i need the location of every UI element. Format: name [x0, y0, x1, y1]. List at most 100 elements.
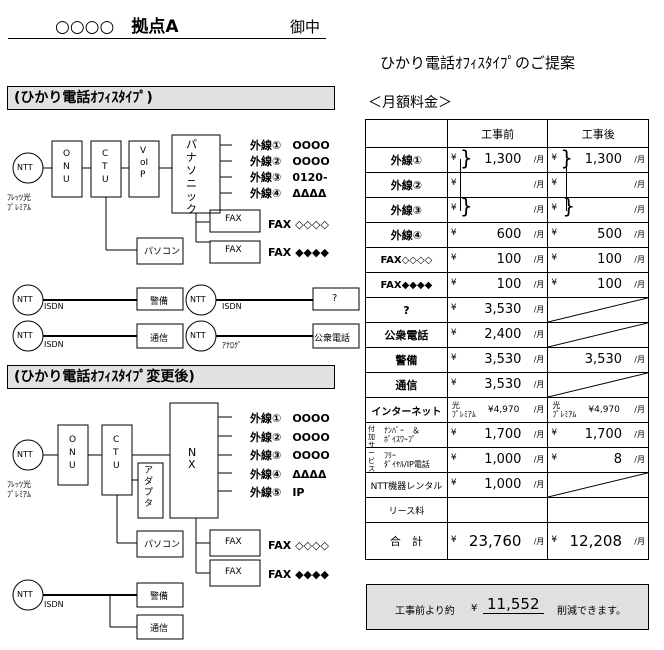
fax-box-2 [209, 240, 261, 264]
header-underline [8, 38, 326, 39]
pc-box-after [136, 530, 184, 558]
fax-box-1 [209, 209, 261, 233]
security-label-after: 警備 [150, 592, 169, 602]
row-label: 外線① [365, 147, 448, 173]
table-row: ﾌﾘｰ ﾀﾞｲﾔﾙ/IP電話 ¥1,000/月 ¥8/月 [365, 447, 649, 473]
after-line-1: 外線① OOOO [250, 412, 330, 425]
savings-summary: 工事前より約 ¥ 11,552 削減できます。 [366, 584, 649, 630]
table-row: FAX◆◆◆◆ ¥100/月 ¥100/月 [365, 272, 649, 298]
table-row: 警備 ¥3,530/月 3,530/月 [365, 347, 649, 373]
table-row: 外線① ¥}1,300/月 ¥}1,300/月 [365, 146, 649, 173]
before-lines-list: 外線① OOOO 外線② OOOO 外線③ 0120- 外線④ ΔΔΔΔ [250, 138, 330, 202]
nx-box [169, 402, 219, 519]
onu-label-after: ONU [69, 435, 77, 471]
total-row: 合 計 ¥23,760/月 ¥12,208/月 [365, 522, 649, 560]
onu-label: ONU [63, 149, 71, 185]
summary-amount: 11,552 [483, 595, 544, 614]
before-line-1: 外線① OOOO [250, 139, 330, 152]
adapter-label: アダプタ [144, 466, 154, 509]
payphone-label: 公衆電話 [314, 334, 351, 344]
analog-label: ｱﾅﾛｸﾞ [222, 341, 242, 350]
table-row: 外線② ¥/月 ¥/月 [365, 159, 649, 211]
security-box [136, 287, 184, 311]
ntt-label-isdn-3: NTT [17, 331, 33, 340]
before-line-3: 外線③ 0120- [250, 171, 328, 184]
isdn-label-3: ISDN [44, 340, 64, 349]
payphone-box [312, 323, 360, 349]
pc-label: パソコン [144, 247, 181, 257]
section-before-title: (ひかり電話ｵﾌｨｽﾀｲﾌﾟ) [7, 86, 335, 110]
question-box [312, 287, 360, 311]
diagram-after [12, 402, 261, 640]
table-row: NTT機器レンタル ¥1,000/月 [365, 472, 649, 498]
flets-label: ﾌﾚｯﾂ光 ﾌﾟﾚﾐｱﾑ [7, 193, 31, 212]
before-line-2: 外線② OOOO [250, 155, 330, 168]
pc-label-after: パソコン [144, 540, 181, 550]
after-line-5: 外線⑤ IP [250, 486, 305, 499]
fax-label-2: FAX [225, 245, 242, 255]
addressee: ○○○○ 拠点A [55, 17, 179, 37]
table-row: リース料 [365, 497, 649, 523]
summary-suffix: 削減できます。 [557, 606, 626, 617]
ntt-label-isdn-1: NTT [17, 295, 33, 304]
pc-box [136, 237, 184, 265]
before-line-4: 外線④ ΔΔΔΔ [250, 187, 327, 200]
honorific: 御中 [290, 18, 321, 36]
after-lines-list: 外線① OOOO 外線② OOOO 外線③ OOOO 外線④ ΔΔΔΔ 外線⑤ … [250, 410, 330, 503]
ntt-label-analog: NTT [190, 331, 206, 340]
table-row: FAX◇◇◇◇ ¥100/月 ¥100/月 [365, 247, 649, 273]
fax-label-after-1: FAX [225, 537, 242, 547]
table-row: インターネット 光 ﾌﾟﾚﾐｱﾑ¥4,970/月 光 ﾌﾟﾚﾐｱﾑ¥4,970/… [365, 397, 649, 423]
after-line-2: 外線② OOOO [250, 430, 330, 444]
panasonic-label: パナソニック [186, 138, 197, 216]
table-header-row: 工事前 工事後 [365, 119, 649, 148]
monthly-fee-heading: ＜月額料金＞ [368, 95, 452, 111]
col-after: 工事後 [547, 119, 649, 148]
isdn-label-after: ISDN [44, 600, 64, 609]
voip-box [128, 140, 160, 198]
nx-label: NX [188, 446, 197, 471]
comm-box-after [136, 614, 184, 640]
flets-label-after: ﾌﾚｯﾂ光 ﾌﾟﾚﾐｱﾑ [7, 480, 31, 499]
fax-box-after-2 [209, 559, 261, 587]
comm-label: 通信 [150, 334, 169, 344]
fax-number-after-2: FAX ◆◆◆◆ [268, 568, 329, 581]
proposal-title: ひかり電話ｵﾌｨｽﾀｲﾌﾟのご提案 [380, 54, 576, 72]
ntt-label-isdn-2: NTT [190, 295, 206, 304]
isdn-label-2: ISDN [222, 302, 242, 311]
comm-label-after: 通信 [150, 624, 169, 634]
diagram-before [12, 134, 360, 352]
row-label: ﾅﾝﾊﾞｰ ＆ ﾎﾞｲｽﾜｰﾌﾟ [384, 426, 420, 444]
fax-box-after-1 [209, 529, 261, 557]
table-row: 通信 ¥3,530/月 [365, 372, 649, 398]
adapter-box [137, 462, 164, 519]
after-line-4: 外線④ ΔΔΔΔ [250, 467, 327, 481]
table-row: 付加サービス ﾅﾝﾊﾞｰ ＆ ﾎﾞｲｽﾜｰﾌﾟ ¥1,700/月 ¥1,700/… [365, 422, 649, 473]
ntt-isdn-label-after: NTT [17, 590, 33, 599]
fax-label-after-2: FAX [225, 567, 242, 577]
fax-number-1: FAX ◇◇◇◇ [268, 218, 329, 231]
ntt-label-after: NTT [17, 450, 33, 459]
question-label: ? [332, 293, 338, 304]
section-after-title: (ひかり電話ｵﾌｨｽﾀｲﾌﾟ変更後) [7, 365, 335, 389]
row-label: ﾌﾘｰ ﾀﾞｲﾔﾙ/IP電話 [384, 451, 430, 469]
table-row: 外線④ ¥600/月 ¥500/月 [365, 222, 649, 248]
isdn-label-1: ISDN [44, 302, 64, 311]
voip-label: VoIP [140, 146, 149, 180]
ctu-label: CTU [102, 149, 109, 185]
fax-number-after-1: FAX ◇◇◇◇ [268, 539, 329, 552]
onu-box [51, 140, 83, 198]
col-before: 工事前 [446, 119, 549, 148]
security-box-after [136, 582, 184, 608]
summary-prefix: 工事前より約 [395, 606, 455, 617]
monthly-fee-table: 工事前 工事後 外線① ¥}1,300/月 ¥}1,300/月 外線② ¥/月 … [365, 119, 649, 560]
summary-yen: ¥ [471, 603, 478, 614]
fax-label-1: FAX [225, 214, 242, 224]
table-row: ? ¥3,530/月 [365, 297, 649, 323]
table-row: 外線③ ¥}/月 ¥}/月 [365, 194, 649, 223]
comm-box [136, 323, 184, 349]
security-label: 警備 [150, 297, 169, 307]
ntt-label: NTT [17, 163, 33, 172]
table-row: 公衆電話 ¥2,400/月 [365, 322, 649, 348]
after-line-3: 外線③ OOOO [250, 449, 330, 462]
